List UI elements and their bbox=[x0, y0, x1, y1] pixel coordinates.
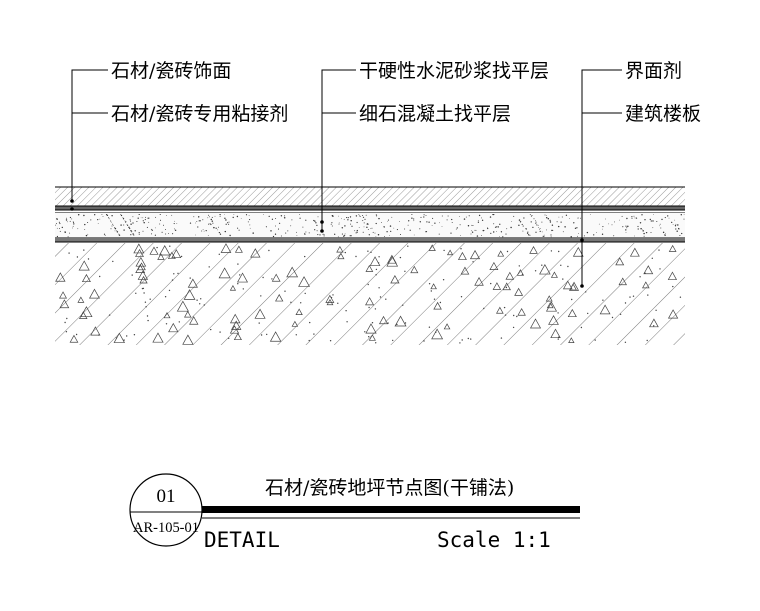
adhesive-layer bbox=[55, 206, 685, 210]
detail-number: 01 bbox=[157, 486, 176, 507]
label-floor-slab: 建筑楼板 bbox=[625, 103, 701, 125]
drawing-title: 石材/瓷砖地坪节点图(干铺法) bbox=[265, 477, 514, 499]
floor-slab-layer bbox=[55, 243, 685, 345]
leader-dry-mortar bbox=[321, 69, 356, 231]
label-stone-adhesive: 石材/瓷砖专用粘接剂 bbox=[111, 103, 288, 125]
slab-aggregate bbox=[55, 243, 682, 345]
screed-layer bbox=[55, 213, 685, 238]
drawing-type: DETAIL bbox=[204, 528, 280, 552]
leader-interface-agent bbox=[581, 69, 622, 286]
layer-section bbox=[55, 186, 685, 345]
leader-dot bbox=[580, 238, 584, 242]
stone-tile-layer bbox=[55, 187, 685, 206]
interface-agent-layer bbox=[55, 238, 685, 242]
leader-lines bbox=[71, 69, 622, 286]
label-dry-mortar: 干硬性水泥砂浆找平层 bbox=[359, 60, 549, 82]
leader-stone-face bbox=[71, 69, 108, 201]
drawing-scale: Scale 1:1 bbox=[437, 528, 551, 552]
title-block: 01 AR-105-01 石材/瓷砖地坪节点图(干铺法) DETAIL Scal… bbox=[129, 473, 580, 552]
label-stone-face: 石材/瓷砖饰面 bbox=[111, 60, 231, 82]
leader-dot bbox=[320, 229, 324, 233]
label-interface-agent: 界面剂 bbox=[625, 60, 682, 82]
leader-dots bbox=[70, 199, 584, 288]
title-underline-thick bbox=[202, 506, 580, 513]
screed-stipple bbox=[55, 214, 685, 238]
sheet-reference: AR-105-01 bbox=[133, 520, 199, 536]
leader-dot bbox=[70, 199, 74, 203]
label-fine-concrete: 细石混凝土找平层 bbox=[359, 103, 511, 125]
leader-dot bbox=[580, 284, 584, 288]
leader-dot bbox=[70, 207, 74, 211]
leader-dot bbox=[320, 220, 324, 224]
